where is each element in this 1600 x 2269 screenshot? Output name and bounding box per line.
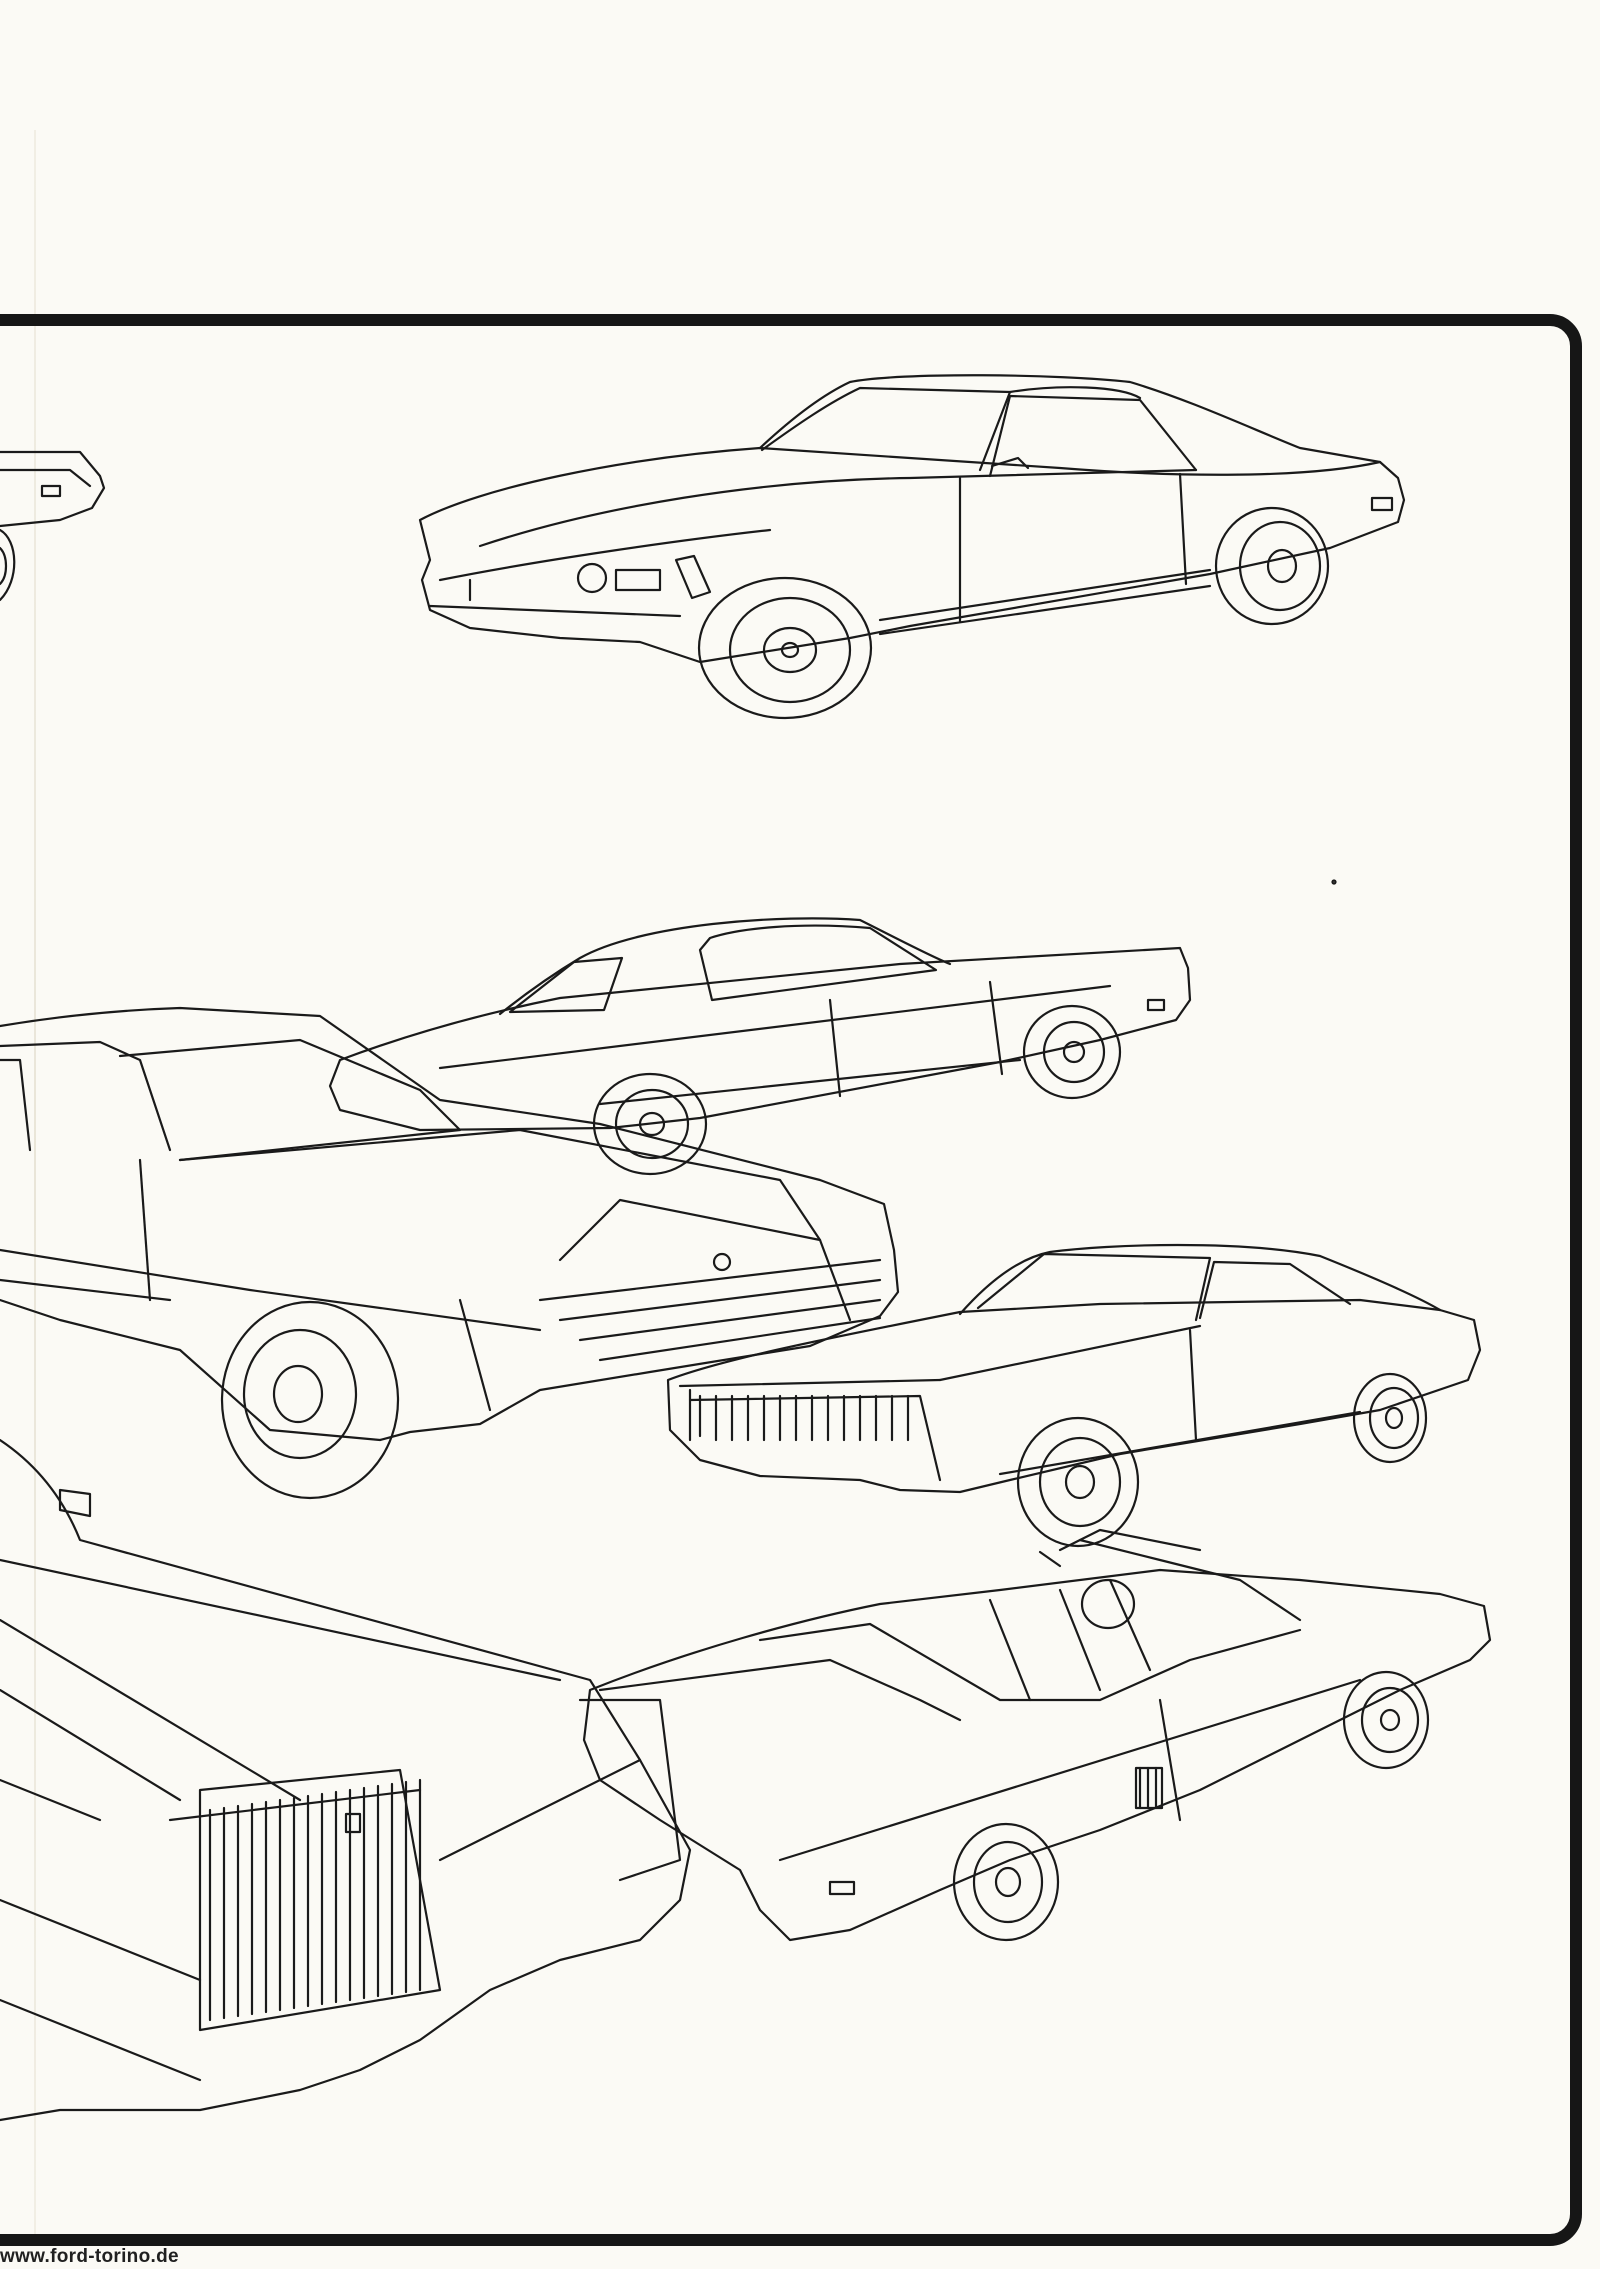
website-watermark: www.ford-torino.de bbox=[0, 2246, 179, 2267]
convertible-bottom-right bbox=[582, 1528, 1492, 1942]
ink-speck bbox=[1331, 879, 1337, 885]
luxury-sedan-bottom-left bbox=[0, 1438, 692, 2122]
coupe-right-middle bbox=[666, 1243, 1482, 1548]
coupe-fastback-top bbox=[418, 374, 1406, 720]
page-fold-line bbox=[34, 130, 36, 2240]
partial-car-left-top bbox=[0, 450, 106, 602]
luxury-sedan-left-middle bbox=[0, 1006, 900, 1500]
page-frame-border bbox=[0, 314, 1582, 2246]
